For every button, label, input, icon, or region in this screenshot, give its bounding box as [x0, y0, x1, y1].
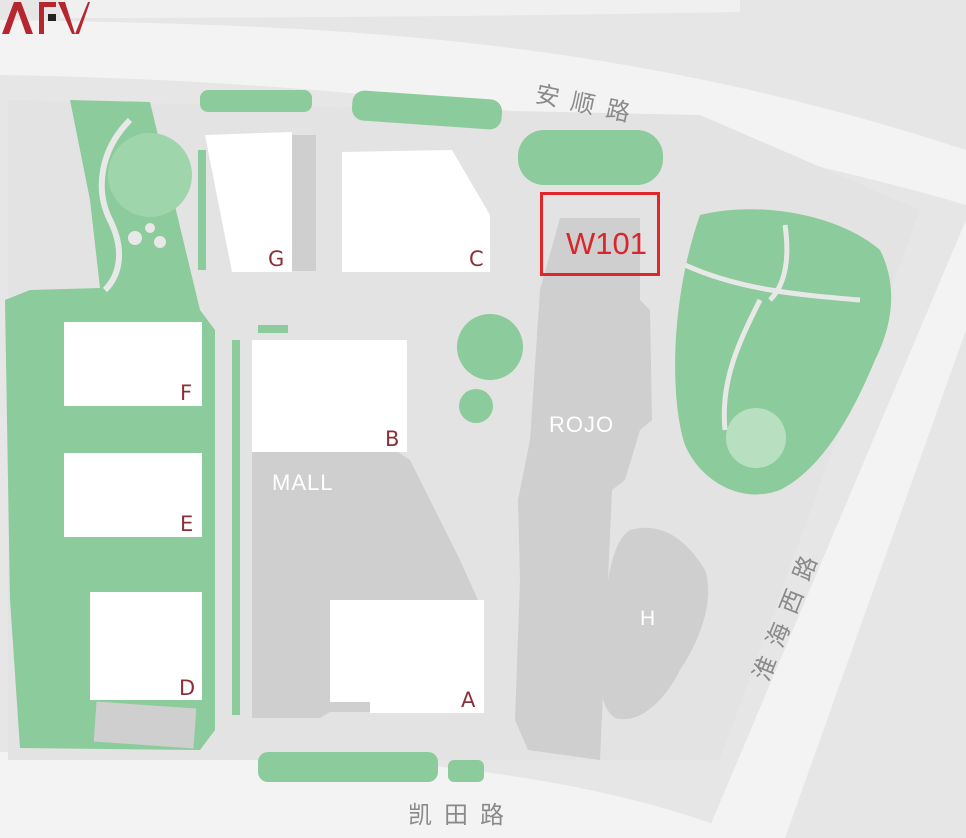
building-label-e: E [180, 512, 194, 536]
green-pond-west [108, 133, 192, 217]
building-c[interactable] [342, 150, 490, 272]
building-label-d: D [179, 676, 196, 700]
green-strip-1 [232, 340, 240, 715]
green-bottom-1 [258, 752, 438, 782]
green-circle-large [457, 314, 523, 380]
green-dot-1 [128, 231, 142, 245]
green-bottom-2 [448, 760, 484, 782]
road-kaitian[interactable] [0, 751, 750, 838]
building-label-c: C [469, 247, 484, 271]
green-top-g [200, 90, 312, 112]
building-b[interactable] [252, 340, 407, 452]
green-circle-small [459, 389, 493, 423]
building-h-podium[interactable] [598, 527, 709, 720]
path-west-belt [98, 117, 133, 293]
green-strip-3 [198, 150, 206, 270]
building-g-annex [292, 135, 316, 271]
road-label-kaitian: 凯田路 [408, 801, 516, 829]
building-d-annex [93, 701, 197, 749]
road-anshun[interactable] [0, 20, 966, 205]
green-top-w101 [518, 130, 663, 185]
building-label-f: F [180, 381, 193, 405]
east-park-pond [726, 408, 786, 468]
building-f[interactable] [64, 322, 202, 406]
path-east-park-1 [683, 262, 861, 303]
highlight-box-w101[interactable] [540, 192, 660, 276]
afa-logo [2, 2, 90, 34]
green-strip-2 [258, 325, 288, 333]
building-e[interactable] [64, 453, 202, 537]
building-label-a: A [461, 688, 476, 712]
path-east-park-3 [768, 224, 790, 302]
building-g[interactable] [205, 132, 292, 272]
rojo-building[interactable] [515, 218, 652, 760]
area-label-mall: MALL [272, 470, 334, 495]
green-west-belt[interactable] [5, 100, 215, 750]
building-d[interactable] [90, 592, 202, 700]
road-huaihai-west[interactable] [705, 220, 966, 838]
green-dot-3 [154, 236, 166, 248]
building-label-b: B [385, 427, 400, 451]
path-east-park-2 [721, 298, 763, 431]
green-east-park[interactable] [675, 209, 892, 495]
green-top-c [351, 90, 503, 130]
area-label-rojo: ROJO [549, 412, 615, 437]
highlight-label-w101: W101 [566, 226, 647, 261]
green-dot-2 [145, 223, 155, 233]
road-top-edge [60, 0, 740, 18]
building-a[interactable] [330, 600, 484, 713]
building-label-h: H [640, 607, 657, 630]
building-label-g: G [268, 247, 285, 271]
